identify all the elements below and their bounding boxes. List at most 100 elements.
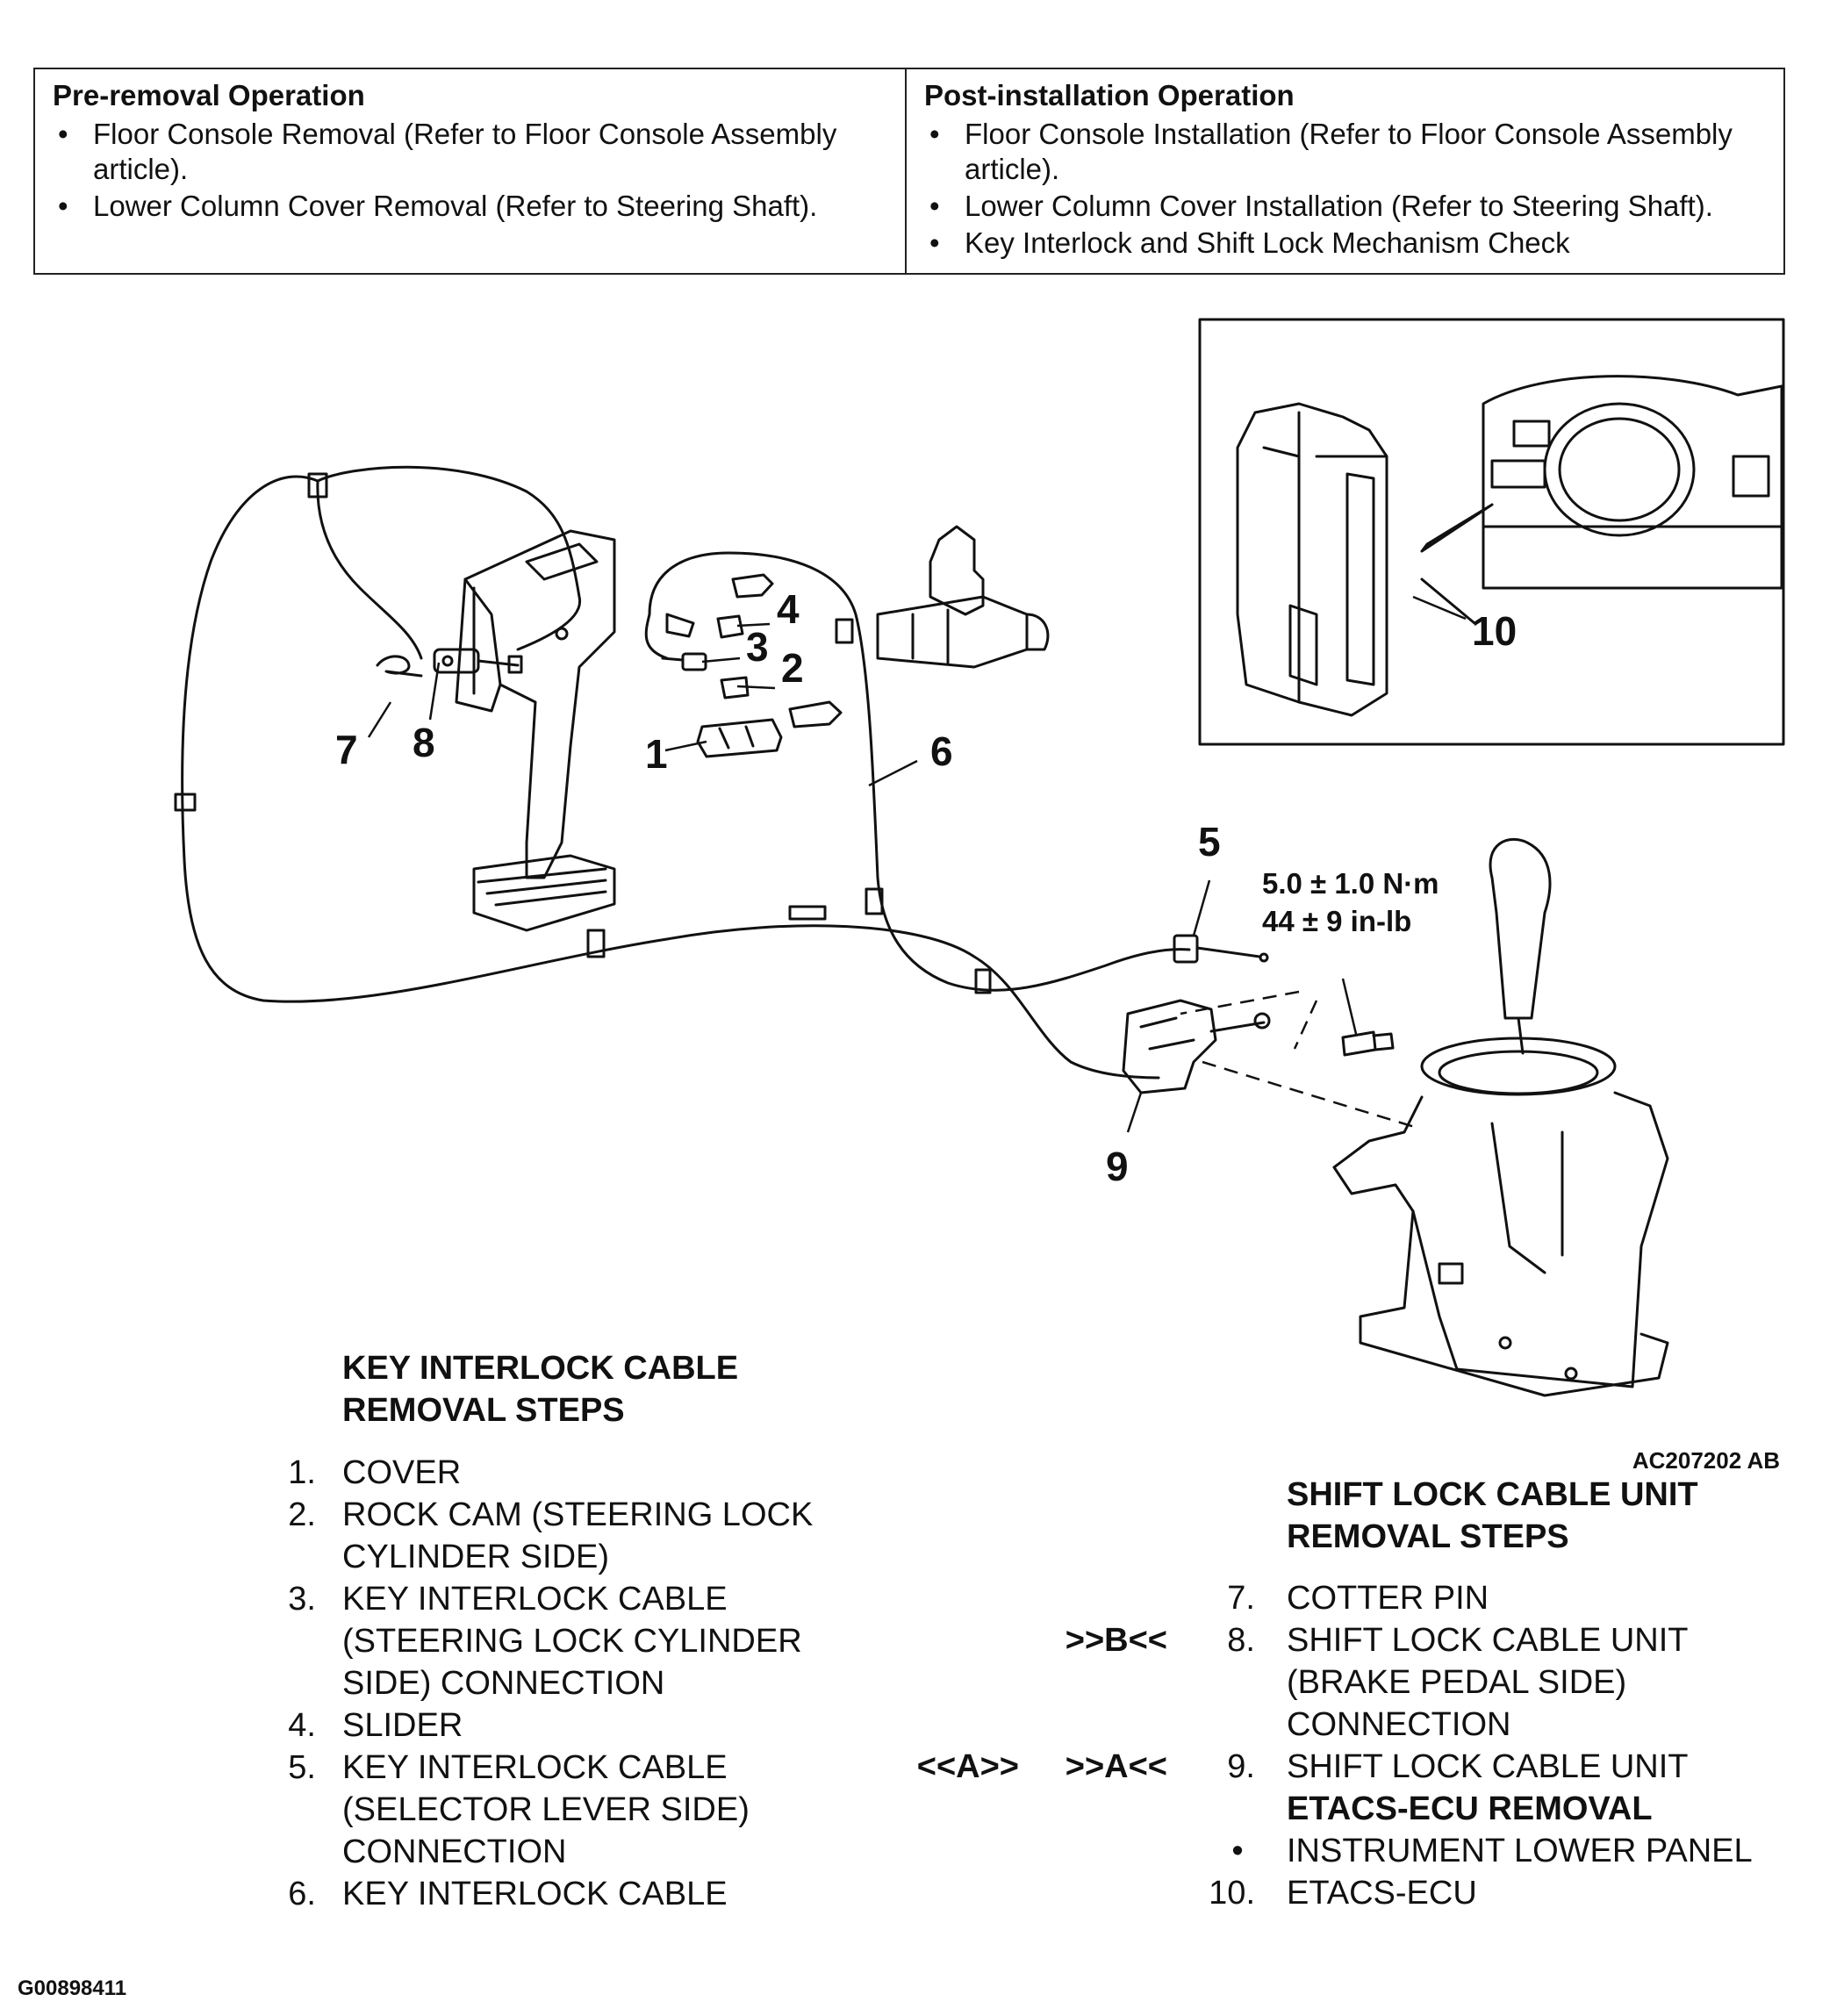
bullet-icon: • (1231, 1833, 1244, 1869)
rock-cam-part (720, 676, 843, 728)
inset-pointer (1420, 503, 1494, 553)
list-item: •Floor Console Installation (Refer to Fl… (924, 117, 1766, 187)
callout-10: 10 (1472, 608, 1517, 654)
steering-lock-cylinder (876, 525, 1050, 669)
callout-1: 1 (645, 731, 668, 777)
pre-removal-column: Pre-removal Operation • Floor Console Rem… (35, 69, 907, 273)
leader-line-6 (868, 759, 918, 787)
list-item: 2. ROCK CAM (STEERING LOCK CYLINDER SIDE) (263, 1494, 948, 1578)
list-item: >>B<<8.SHIFT LOCK CABLE UNIT (BRAKE PEDA… (1066, 1619, 1808, 1746)
step-number: 9. (1227, 1748, 1255, 1785)
shift-lock-unit (1122, 999, 1271, 1094)
list-item-text: Key Interlock and Shift Lock Mechanism C… (965, 226, 1570, 259)
torque-inlb: 44 ± 9 in-lb (1262, 905, 1411, 937)
cable-clip (835, 618, 854, 644)
list-item-text: Lower Column Cover Removal (Refer to Ste… (93, 190, 818, 222)
callout-5: 5 (1198, 819, 1221, 865)
shift-lock-cable-connection (433, 648, 523, 674)
callout-7: 7 (335, 727, 358, 772)
pre-removal-title: Pre-removal Operation (53, 79, 365, 111)
document-code: G00898411 (18, 1977, 127, 2000)
dashed-guide (1202, 1060, 1418, 1130)
step-number: 10. (1209, 1875, 1255, 1912)
list-item: 7.COTTER PIN (1202, 1577, 1808, 1619)
title-line: REMOVAL STEPS (1287, 1518, 1569, 1555)
step-number: 6. (288, 1876, 316, 1912)
leader-line-1 (664, 740, 707, 752)
step-text: COTTER PIN (1287, 1580, 1489, 1617)
list-item: 10. ETACS-ECU (1202, 1872, 1808, 1914)
callout-4: 4 (777, 586, 800, 632)
pre-removal-list: • Floor Console Removal (Refer to Floor C… (53, 117, 887, 224)
bolt (1341, 1030, 1395, 1057)
list-item: • Lower Column Cover Removal (Refer to St… (53, 189, 887, 224)
operations-table: Pre-removal Operation • Floor Console Rem… (33, 68, 1785, 275)
section-subtitle: ETACS-ECU REMOVAL (1287, 1790, 1653, 1827)
leader-line-8 (428, 662, 441, 721)
step-number: 8. (1227, 1622, 1255, 1659)
etacs-ecu (1236, 402, 1388, 717)
step-text: SHIFT LOCK CABLE UNIT (1287, 1748, 1689, 1785)
step-number: 5. (288, 1749, 316, 1786)
slider-part (716, 573, 774, 639)
bullet-icon: • (929, 118, 940, 150)
list-item: 1. COVER (263, 1452, 948, 1494)
title-line: REMOVAL STEPS (342, 1392, 625, 1429)
step-text: INSTRUMENT LOWER PANEL (1287, 1833, 1753, 1869)
list-item-text: Lower Column Cover Installation (Refer t… (965, 190, 1713, 222)
leader-line-3 (701, 656, 741, 664)
leader-line-4 (736, 622, 771, 628)
step-text: SLIDER (342, 1707, 463, 1744)
list-item-text: Floor Console Removal (Refer to Floor Co… (93, 118, 837, 185)
leader-line-10 (1412, 595, 1467, 621)
bullet-icon: • (929, 190, 940, 222)
key-interlock-steps: 1. COVER 2. ROCK CAM (STEERING LOCK CYLIND… (263, 1452, 948, 1915)
callout-2: 2 (781, 645, 804, 691)
list-item: • INSTRUMENT LOWER PANEL (1202, 1830, 1808, 1872)
cable-clip (307, 472, 328, 499)
title-line: KEY INTERLOCK CABLE (342, 1350, 739, 1387)
interlock-connector-part (661, 613, 707, 671)
cable-clip (586, 929, 606, 958)
procedure-mark: <<A>> >>A<< (916, 1748, 1167, 1785)
step-number: 2. (288, 1496, 316, 1533)
leader-line-2 (736, 685, 776, 690)
title-line: SHIFT LOCK CABLE UNIT (1287, 1476, 1698, 1513)
step-text: ETACS-ECU (1287, 1875, 1477, 1912)
step-number: 1. (288, 1454, 316, 1491)
callout-6: 6 (930, 728, 953, 774)
step-text: KEY INTERLOCK CABLE (SELECTOR LEVER SIDE… (342, 1749, 750, 1870)
list-item: 3.KEY INTERLOCK CABLE (STEERING LOCK CYL… (263, 1578, 948, 1704)
step-number: 3. (288, 1581, 316, 1618)
step-text: KEY INTERLOCK CABLE (342, 1876, 728, 1912)
callout-8: 8 (413, 720, 435, 765)
cable-clip (865, 887, 884, 915)
etacs-title: ETACS-ECU REMOVAL (1202, 1788, 1808, 1830)
step-text: COVER (342, 1454, 462, 1491)
selector-lever-assembly (1332, 837, 1669, 1397)
list-item: • Floor Console Removal (Refer to Floor C… (53, 117, 887, 187)
step-text: ROCK CAM (STEERING LOCK CYLINDER SIDE) (342, 1496, 814, 1575)
dashed-guide (1180, 990, 1318, 1050)
cable-clip (788, 905, 827, 921)
list-item: 5. KEY INTERLOCK CABLE (SELECTOR LEVER SI… (263, 1747, 948, 1873)
leader-line-torque (1341, 978, 1358, 1035)
key-interlock-end (1173, 934, 1269, 964)
cable-clip (174, 793, 197, 812)
key-interlock-cable (648, 551, 1191, 992)
step-number: 4. (288, 1707, 316, 1744)
torque-nm: 5.0 ± 1.0 N·m (1262, 867, 1439, 900)
bullet-icon: • (58, 190, 68, 222)
figure-id: AC207202 AB (1632, 1447, 1780, 1474)
etacs-inset-frame (1198, 318, 1785, 746)
brake-pedal-assembly (455, 529, 616, 932)
list-item: 4. SLIDER (263, 1704, 948, 1747)
list-item: <<A>> >>A<< 9. SHIFT LOCK CABLE UNIT (917, 1746, 1808, 1788)
cotter-pin (376, 655, 423, 678)
list-item: 6. KEY INTERLOCK CABLE (263, 1873, 948, 1915)
bullet-icon: • (58, 118, 68, 150)
bullet-icon: • (929, 226, 940, 259)
list-item: • Lower Column Cover Installation (Refer … (924, 189, 1766, 224)
step-text: SHIFT LOCK CABLE UNIT (BRAKE PEDAL SIDE)… (1287, 1622, 1688, 1743)
